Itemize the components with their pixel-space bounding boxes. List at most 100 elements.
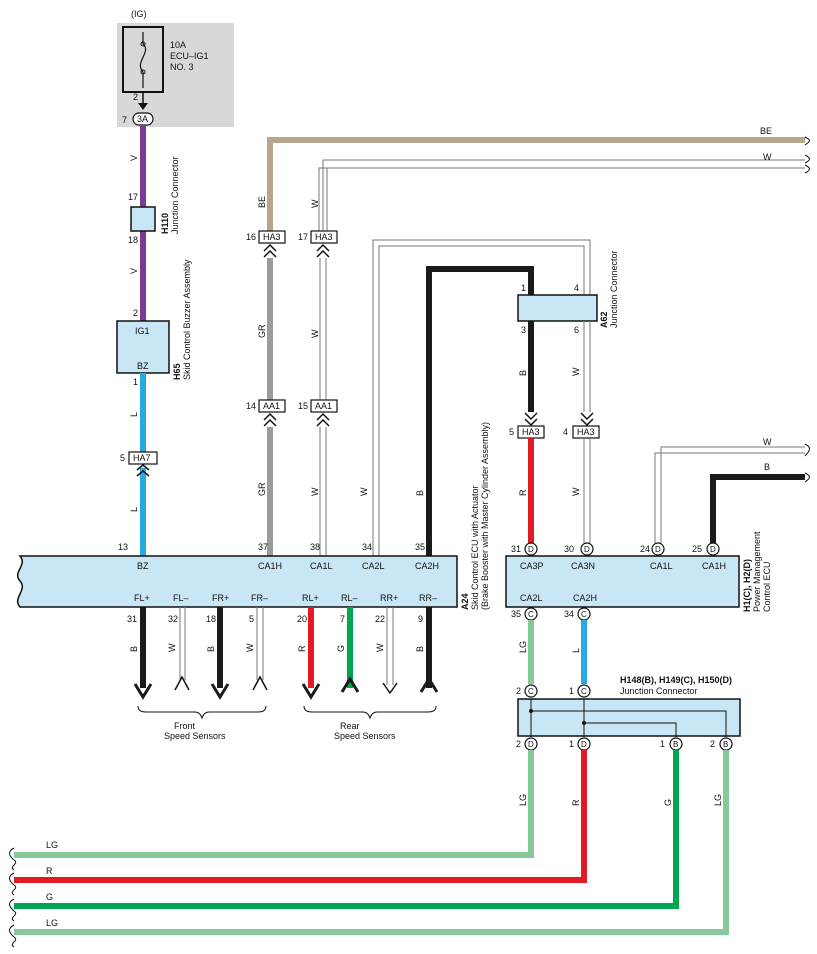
conn-3a-pin: 7	[122, 115, 127, 125]
skid-control-buzzer-h65: 2 IG1 BZ 1 H65 Skid Control Buzzer Assem…	[116, 259, 192, 387]
wire-label-r1: R	[518, 489, 528, 496]
wire-label-r-v: R	[571, 799, 581, 806]
a24-bottom-pin-0: 31	[127, 614, 137, 624]
pm-top-label-0: CA3P	[520, 561, 544, 571]
a24-top-label-1: CA1H	[258, 561, 282, 571]
wire-label-w2: W	[310, 329, 320, 338]
h110-name: Junction Connector	[170, 156, 180, 234]
a24-bottom-label-4: RL+	[302, 593, 319, 603]
wire-label-g-v: G	[663, 799, 673, 806]
a62-pin-3: 3	[521, 325, 526, 335]
front-sensors-line1: Front	[174, 721, 196, 731]
a24-top-label-0: BZ	[137, 561, 149, 571]
a24-bottom-label-6: RR+	[380, 593, 398, 603]
wire-g-bottom	[14, 750, 679, 909]
ha3-4-label: HA3	[577, 427, 595, 437]
a24-bottom-label-1: FL–	[173, 593, 189, 603]
a24-top-label-2: CA1L	[310, 561, 333, 571]
wire-w-outer-a	[322, 159, 805, 231]
wire-label-lg1: LG	[518, 641, 528, 653]
a24-top-pin-2: 38	[310, 542, 320, 552]
conn-ha7	[128, 451, 158, 465]
a24-bottom-label-3: FR–	[251, 593, 268, 603]
wire-label-fr-minus: W	[245, 643, 255, 652]
a24-top-pin-1: 37	[258, 542, 268, 552]
jc-top-conn-1: C	[581, 687, 587, 696]
wire-label-lg-v2: LG	[713, 794, 723, 806]
a24-name-line1: Skid Control ECU with Actuator	[470, 485, 480, 610]
wire-label-w3: W	[310, 487, 320, 496]
fuse-pin-2: 2	[133, 92, 138, 102]
h65-name: Skid Control Buzzer Assembly	[182, 259, 192, 380]
pm-top-pin-0: 31	[511, 544, 521, 554]
wire-label-v2: V	[129, 268, 139, 274]
aa1-14-label: AA1	[263, 401, 280, 411]
wire-label-b3: B	[764, 462, 770, 472]
pm-top-pin-3: 25	[692, 544, 702, 554]
wire-label-lg-v1: LG	[518, 794, 528, 806]
ha7-label: HA7	[133, 453, 151, 463]
h110-pin-17: 17	[128, 192, 138, 202]
rear-sensors-line2: Speed Sensors	[334, 731, 396, 741]
a24-bottom-pin-2: 18	[206, 614, 216, 624]
power-management-ecu: 31 D 30 D 24 D 25 D CA3P CA3N CA1L CA1H …	[505, 531, 772, 621]
conn-3a-label: 3A	[137, 114, 148, 124]
pm-top-conn-3: D	[710, 545, 716, 554]
a24-top-pin-3: 34	[362, 542, 372, 552]
bottom-wire-label-0: LG	[46, 840, 58, 850]
jc-bottom-conn-3: B	[723, 740, 728, 749]
a24-top-label-3: CA2L	[362, 561, 385, 571]
pm-top-label-2: CA1L	[650, 561, 673, 571]
pm-bottom-pin-0: 35	[511, 609, 521, 619]
fuse-supply-label: (IG)	[131, 9, 147, 19]
wire-label-w4: W	[359, 487, 369, 496]
a62-pin-6: 6	[574, 325, 579, 335]
pm-top-pin-2: 24	[640, 544, 650, 554]
bottom-wire-label-1: R	[46, 866, 53, 876]
pm-top-conn-1: D	[584, 545, 590, 554]
wire-label-rr-plus: W	[375, 643, 385, 652]
pm-top-label-3: CA1H	[702, 561, 726, 571]
pm-name-line2: Control ECU	[762, 561, 772, 612]
wire-label-w5: W	[571, 367, 581, 376]
rear-sensors-line1: Rear	[340, 721, 360, 731]
a62-name: Junction Connector	[609, 250, 619, 328]
jc-name: Junction Connector	[620, 686, 698, 696]
conn-aa1-15	[310, 399, 338, 413]
wire-label-l2: L	[129, 507, 139, 512]
aa1-14-pin: 14	[246, 401, 256, 411]
ha3-16-label: HA3	[263, 232, 281, 242]
a24-code: A24	[460, 593, 470, 610]
speed-sensor-wires: B W B W R G W B	[129, 607, 439, 720]
wire-label-v1: V	[129, 155, 139, 161]
jc-bottom-pin-1: 1	[569, 739, 574, 749]
skid-control-ecu-a24: 13 37 38 34 35 BZ CA1H CA1L CA2L CA2H FL…	[17, 422, 490, 624]
jc-bottom-conn-0: D	[528, 740, 534, 749]
a24-top-pin-4: 35	[415, 542, 425, 552]
wire-lg-2	[14, 750, 729, 935]
pm-bottom-label-0: CA2L	[520, 593, 543, 603]
wire-label-w7: W	[763, 437, 772, 447]
pm-top-label-1: CA3N	[571, 561, 595, 571]
fuse-block: (IG) 10A ECU–IG1 NO. 3 2 7 3A	[117, 9, 234, 127]
wire-lg-1	[14, 750, 534, 858]
a24-bottom-pin-4: 20	[297, 614, 307, 624]
jc-bottom-pin-3: 2	[710, 739, 715, 749]
a24-bottom-pin-7: 9	[418, 614, 423, 624]
jc-bottom-pin-2: 1	[660, 739, 665, 749]
jc-bottom-conn-1: D	[581, 740, 587, 749]
conn-ha3-16	[258, 230, 286, 244]
conn-3a	[132, 112, 154, 126]
pm-name-line1: Power Management	[752, 531, 762, 612]
h65-pin-1: 1	[133, 377, 138, 387]
junction-connector-a62: 1 4 3 6 A62 Junction Connector	[517, 250, 619, 335]
a24-bottom-pin-1: 32	[168, 614, 178, 624]
jc-top-pin-0: 2	[516, 686, 521, 696]
h110-code: H110	[160, 213, 170, 234]
wire-b-ca2h	[426, 266, 534, 556]
wire-label-gr1: GR	[257, 324, 267, 338]
pm-bottom-conn-1: C	[581, 610, 587, 619]
wire-b-ca1h	[710, 474, 805, 543]
wire-r-bottom	[14, 750, 587, 883]
